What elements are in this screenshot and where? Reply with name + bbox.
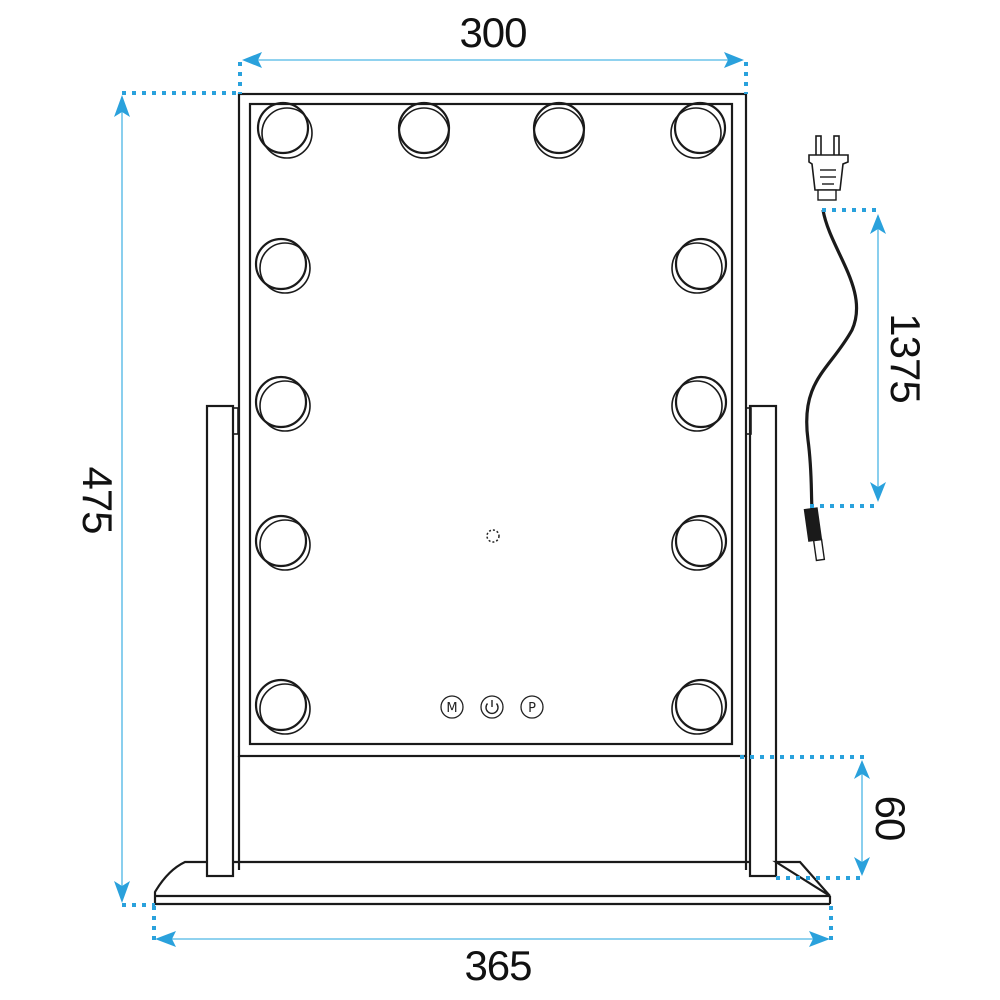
left-stand	[205, 404, 239, 878]
bulb-icon	[671, 514, 728, 571]
bulb-icon	[254, 237, 311, 294]
bulb-icon	[254, 514, 311, 571]
bulb-icon	[671, 375, 728, 432]
mirror-base	[153, 860, 832, 906]
dimension-width-top: 300	[238, 9, 748, 94]
power-icon	[485, 700, 499, 715]
dimension-base-width: 365	[152, 906, 833, 989]
mode-button-label: M	[446, 701, 457, 716]
dimension-label-365: 365	[464, 942, 531, 989]
dimension-label-60: 60	[867, 796, 914, 841]
dimension-label-1375: 1375	[882, 313, 929, 402]
mirror-frame	[237, 92, 748, 870]
bulb-icon	[256, 101, 313, 159]
dimension-label-475: 475	[74, 466, 121, 533]
dimension-height-total: 475	[74, 91, 240, 907]
right-stand	[745, 404, 778, 878]
power-cable	[805, 209, 859, 511]
bulb-icon	[670, 101, 727, 159]
bulb-icon	[254, 375, 311, 432]
program-button[interactable]: P	[520, 695, 544, 719]
dc-connector-icon	[803, 507, 826, 562]
bulb-icon	[254, 678, 311, 735]
bulb-icon	[532, 101, 586, 159]
mirror-glass	[248, 102, 734, 746]
bulb-icon	[671, 237, 728, 294]
touch-sensor-icon	[486, 529, 500, 543]
bulbs	[254, 101, 728, 735]
mode-button[interactable]: M	[440, 695, 464, 719]
power-button[interactable]	[480, 695, 504, 719]
dimension-label-300: 300	[459, 9, 526, 56]
outer-frame	[237, 92, 748, 758]
dimension-base-height: 60	[740, 755, 914, 880]
bulb-icon	[671, 678, 728, 735]
power-plug-icon	[808, 135, 849, 201]
dimension-cable-length: 1375	[810, 208, 929, 508]
program-button-label: P	[528, 701, 536, 716]
bulb-icon	[397, 101, 451, 159]
